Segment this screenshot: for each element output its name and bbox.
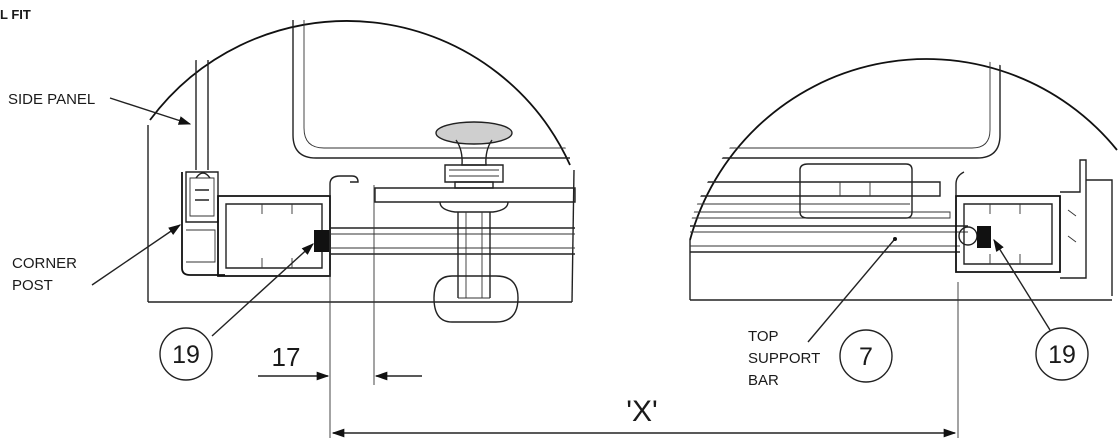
span-dimension: 'X' — [331, 282, 959, 438]
left-gasket-block — [314, 230, 329, 252]
span-dimension-value: 'X' — [626, 395, 657, 428]
support-bar-leader-dot — [893, 237, 897, 241]
side-panel-label: SIDE PANEL — [8, 91, 95, 108]
right-clamp-pad — [799, 163, 913, 219]
right-glass-frame-inner — [690, 52, 991, 149]
right-glass-frame-outer — [690, 52, 1001, 159]
corner-post-leader — [91, 224, 182, 286]
glass-panel-frame-outer — [292, 20, 570, 159]
top-support-label-line3: BAR — [748, 372, 779, 389]
corner-post-label-line2: POST — [12, 277, 53, 294]
right-callout-bubble: 19 — [1035, 327, 1089, 381]
right-support-bar — [690, 225, 968, 253]
top-support-label-line1: TOP — [748, 328, 779, 345]
right-callout-leader — [993, 238, 1051, 331]
left-detail-boundary — [149, 20, 571, 166]
glass-panel-frame-inner — [303, 20, 570, 149]
bar-callout-bubble: 7 — [839, 329, 893, 383]
right-detail-boundary — [689, 58, 1118, 241]
title-fragment: L FIT — [0, 7, 31, 22]
left-support-bar — [330, 227, 575, 255]
corner-post-label-line1: CORNER — [12, 255, 77, 272]
right-callout-number: 19 — [1048, 341, 1076, 369]
flat-plate — [374, 187, 576, 203]
box-channel-profile — [217, 175, 359, 277]
gap-dimension-value: 17 — [272, 342, 301, 372]
support-bar-leader — [807, 239, 895, 343]
top-support-label-line2: SUPPORT — [748, 350, 820, 367]
left-detail-view — [91, 20, 576, 337]
left-callout-number: 19 — [172, 341, 200, 369]
right-detail-view — [689, 52, 1118, 343]
bar-callout-number: 7 — [859, 343, 873, 371]
left-detail-right-edge — [571, 169, 575, 303]
right-gasket-block — [977, 226, 991, 248]
right-support-bar-inner — [690, 231, 968, 247]
gap-dimension: 17 — [258, 185, 422, 438]
right-channel-profile — [955, 159, 1113, 296]
right-flat-plate — [690, 181, 941, 197]
left-callout-bubble: 19 — [159, 327, 213, 381]
knob-bolt-assembly — [433, 121, 519, 323]
side-panel-leader — [109, 97, 192, 125]
left-callout-leader — [211, 243, 314, 337]
